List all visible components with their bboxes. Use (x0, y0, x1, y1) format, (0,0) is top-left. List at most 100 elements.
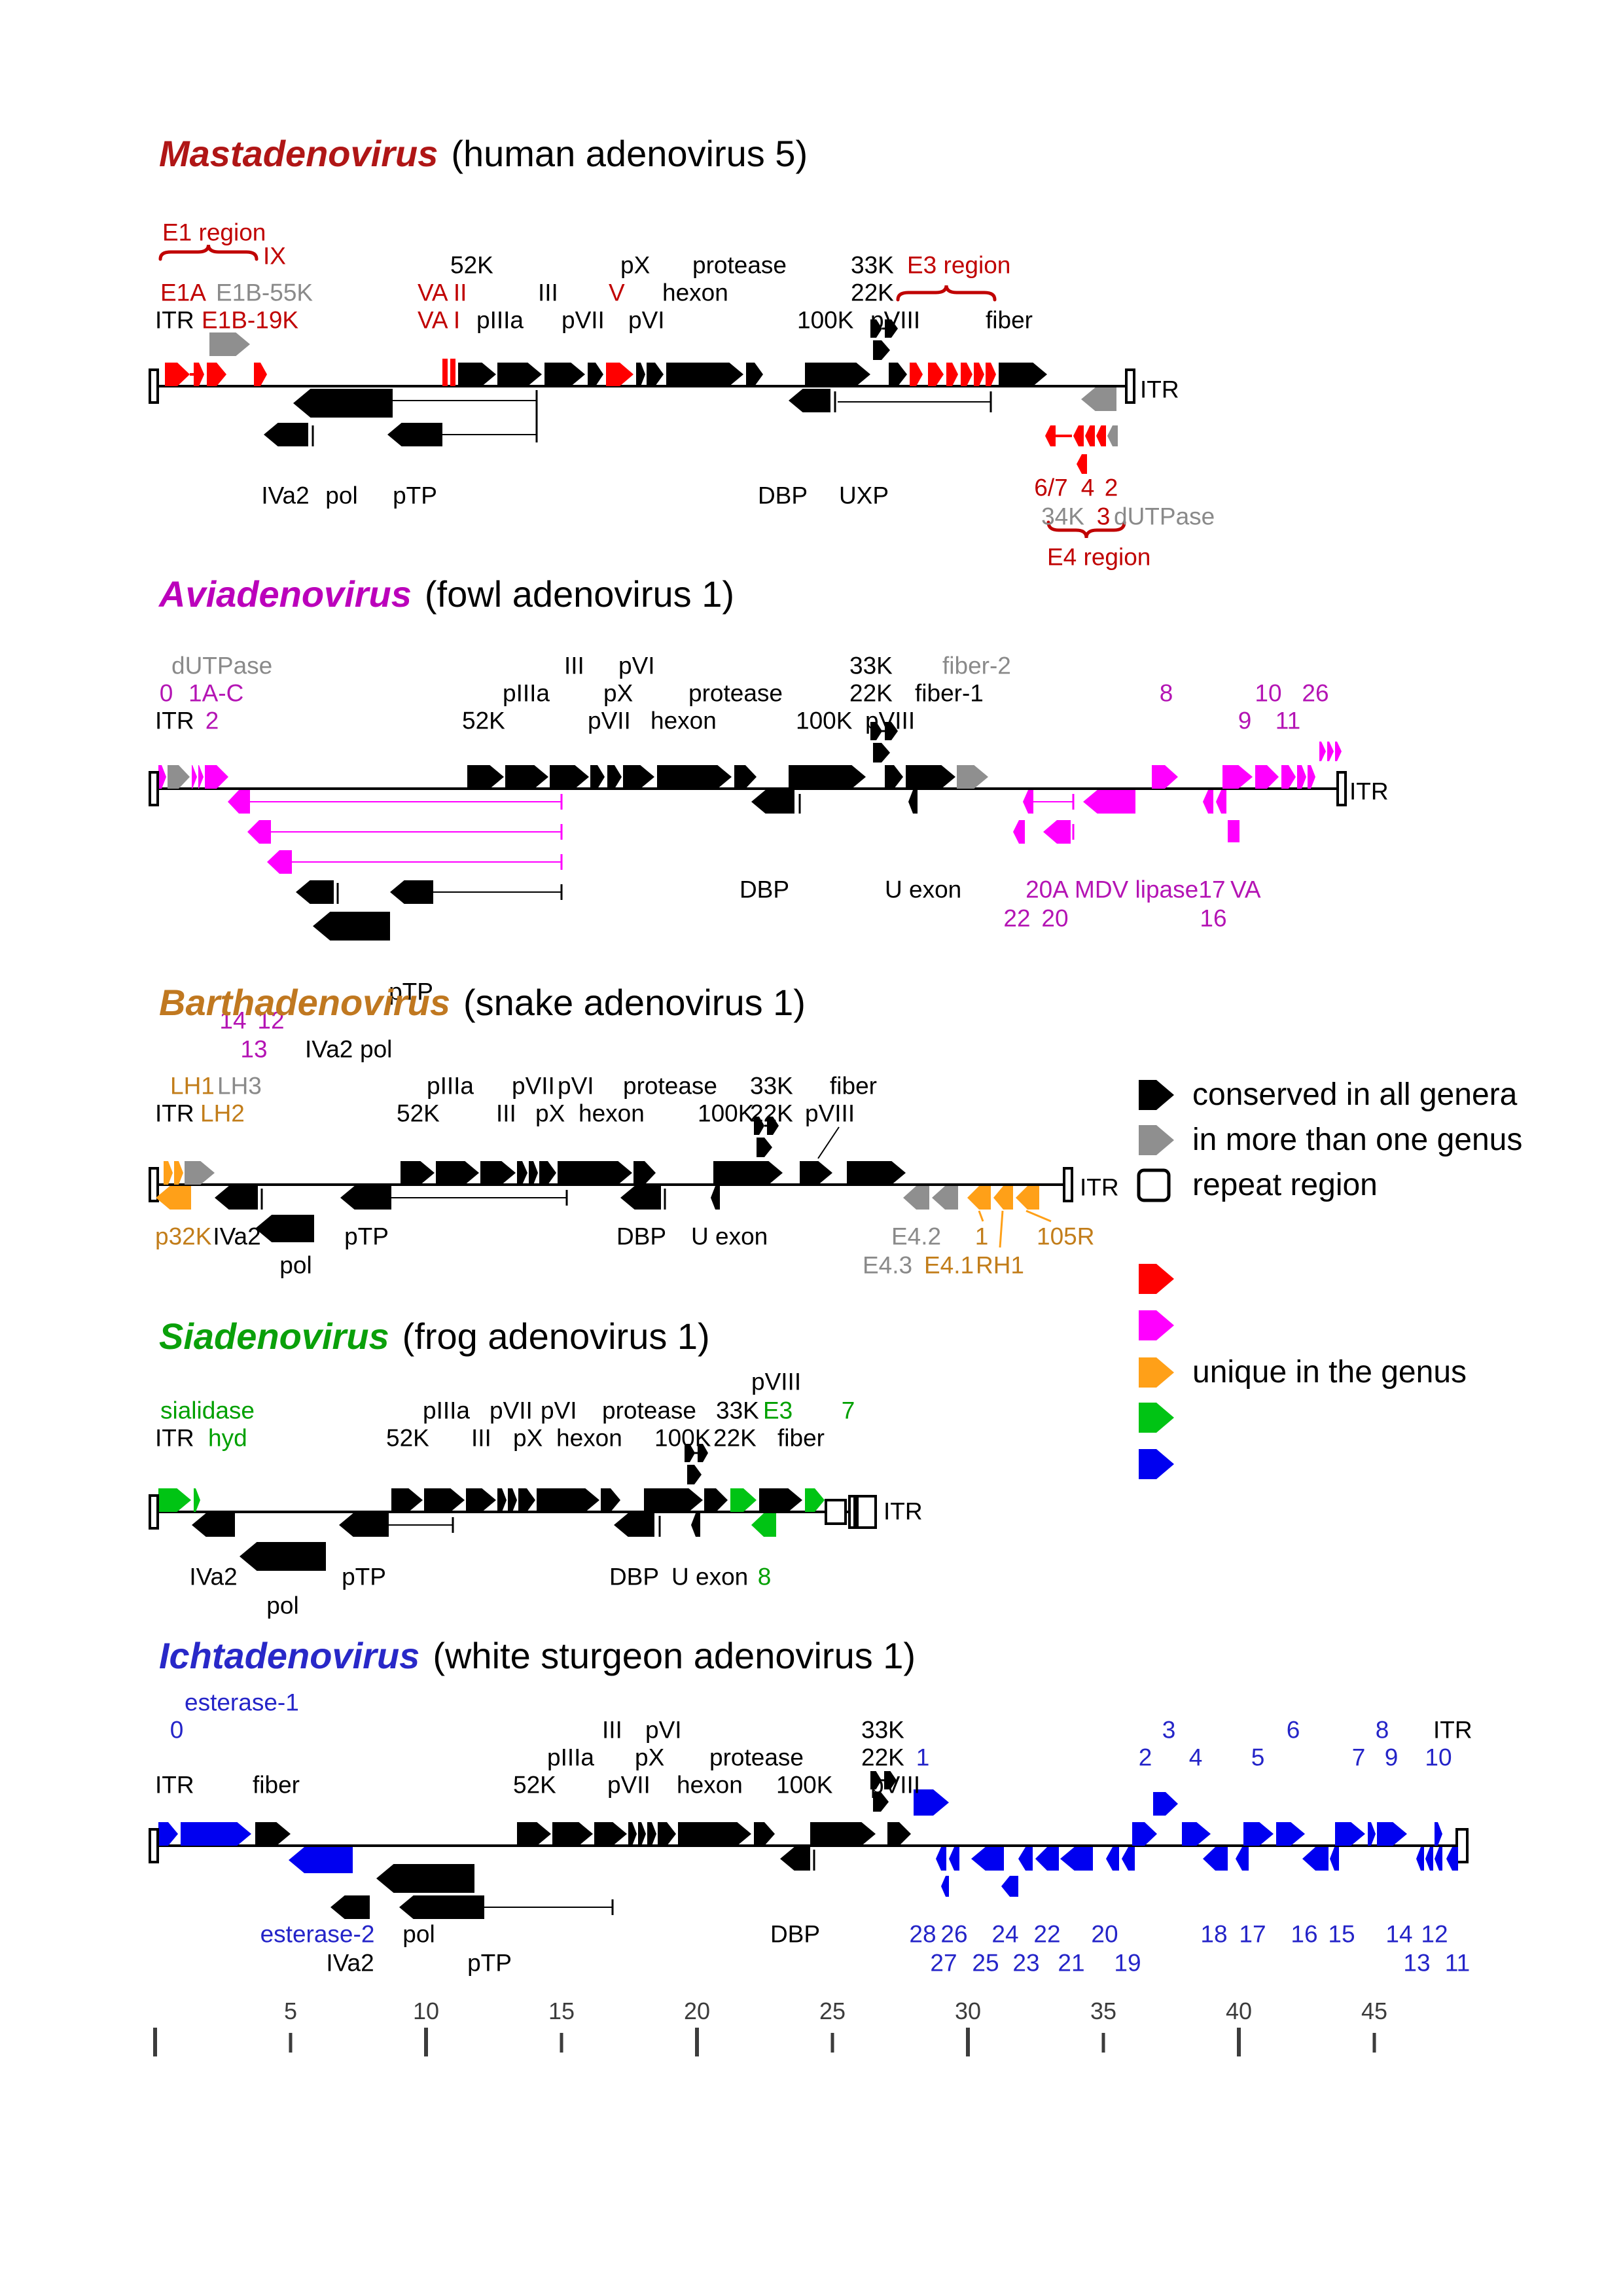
gene-label: 105R (1037, 1223, 1094, 1250)
gene-arrow (552, 1822, 593, 1846)
gene-label: pVII (588, 708, 631, 734)
gene-label: esterase-1 (185, 1689, 299, 1716)
gene-label: sialidase (160, 1397, 255, 1424)
gene-arrow (158, 765, 166, 789)
gene-arrow (376, 1864, 474, 1893)
gene-label: pIIIa (503, 680, 550, 707)
gene-arrow (928, 363, 944, 386)
gene-label: 100K (698, 1100, 755, 1127)
gene-arrow (614, 1513, 654, 1537)
legend-label-repeat-region: repeat region (1192, 1168, 1378, 1202)
gene-label: E3 region (907, 252, 1010, 279)
gene-label: ITR (155, 708, 194, 734)
genus-name: Barthadenovirus (159, 982, 450, 1023)
gene-arrow (339, 1513, 389, 1537)
gene-arrow (993, 1186, 1013, 1210)
gene-arrow (558, 1161, 632, 1185)
gene-arrow (296, 880, 334, 904)
scale-tick-major (153, 2028, 157, 2056)
gene-label: 13 (240, 1036, 267, 1063)
gene-arrow (1281, 765, 1296, 789)
gene-label: U exon (671, 1564, 748, 1590)
gene-arrow (936, 1847, 946, 1871)
gene-arrow (1043, 820, 1071, 844)
gene-label: LH3 (217, 1073, 262, 1100)
gene-arrow (789, 389, 830, 412)
gene-arrow (158, 1822, 178, 1846)
gene-label: protease (602, 1397, 696, 1424)
gene-label: ITR (1433, 1717, 1472, 1744)
gene-label: E1B-55K (216, 279, 313, 306)
gene-label: 4 (1081, 475, 1095, 501)
gene-arrow (967, 1186, 991, 1210)
gene-label: 22K (849, 680, 893, 707)
gene-arrow (247, 820, 271, 844)
gene-label: 22K (851, 279, 894, 306)
scale-tick-minor (560, 2033, 563, 2053)
gene-label: 2 (1105, 475, 1118, 501)
gene-arrow (647, 363, 664, 386)
gene-arrow (754, 1117, 764, 1135)
gene-arrow (870, 722, 882, 740)
gene-label: pol (279, 1252, 312, 1279)
repeat-box (1336, 771, 1347, 806)
gene-arrow (192, 1513, 235, 1537)
gene-label: pVIII (751, 1369, 801, 1395)
gene-arrow (1023, 790, 1033, 814)
gene-label: 18 (1200, 1921, 1227, 1948)
gene-arrow (390, 880, 433, 904)
gene-label: MDV lipase (1075, 876, 1198, 903)
gene-arrow (873, 340, 890, 360)
gene-arrow (181, 1822, 251, 1846)
gene-arrow (636, 363, 645, 386)
gene-arrow (903, 1186, 929, 1210)
scale-tick-major (966, 2028, 970, 2056)
gene-label: 2 (205, 708, 219, 734)
gene-label: protease (709, 1744, 804, 1771)
gene-arrow (254, 363, 267, 386)
gene-label: III (471, 1425, 491, 1452)
gene-label: 100K (797, 307, 854, 334)
legend-repeat-swatch (1137, 1168, 1171, 1202)
gene-arrow (588, 363, 603, 386)
gene-arrow (974, 363, 984, 386)
gene-arrow (601, 1488, 620, 1512)
gene-arrow (401, 1161, 435, 1185)
gene-label: 45 (1361, 1998, 1387, 2024)
gene-arrow (906, 765, 955, 789)
gene-arrow (539, 1161, 556, 1185)
gene-label: 25 (819, 1998, 846, 2024)
gene-arrow (1081, 387, 1116, 411)
gene-arrow (730, 1488, 757, 1512)
gene-label: 35 (1090, 1998, 1116, 2024)
gene-arrow (910, 363, 923, 386)
gene-arrow (192, 765, 197, 789)
gene-label: ITR (1140, 376, 1179, 403)
gene-label: ITR (1349, 778, 1389, 805)
gene-label: III (496, 1100, 516, 1127)
gene-arrow (767, 1117, 779, 1135)
gene-arrow (340, 1186, 391, 1210)
section-title-barthadenovirus: Barthadenovirus(snake adenovirus 1) (159, 983, 806, 1022)
transcript-line (817, 1126, 840, 1159)
gene-arrow (207, 363, 226, 386)
gene-label: 17 (1239, 1921, 1266, 1948)
gene-arrow (467, 765, 504, 789)
gene-label: pTP (393, 482, 437, 509)
gene-arrow (1302, 1847, 1329, 1871)
region-brace (1046, 520, 1126, 539)
gene-arrow (949, 1847, 959, 1871)
gene-label: 1 (975, 1223, 989, 1250)
gene-label: 1A-C (188, 680, 243, 707)
gene-arrow (687, 1465, 702, 1484)
gene-arrow (1107, 425, 1118, 446)
gene-arrow (194, 1488, 200, 1512)
gene-label: pol (266, 1592, 298, 1619)
legend-label-unique: unique in the genus (1192, 1355, 1467, 1390)
gene-arrow (1216, 790, 1226, 814)
gene-label: 20 (1041, 905, 1068, 932)
gene-arrow (240, 1542, 326, 1571)
gene-arrow (704, 1488, 728, 1512)
gene-arrow (228, 790, 250, 814)
gene-label: 5 (1251, 1744, 1265, 1771)
